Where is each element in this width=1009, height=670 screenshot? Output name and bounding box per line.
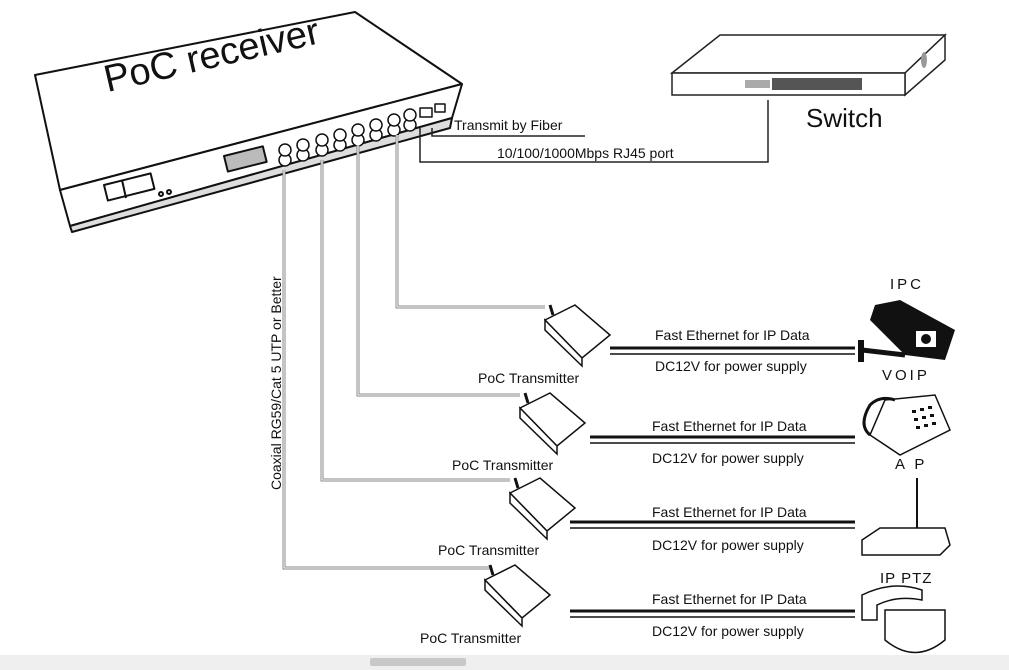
- device-label-voip: VOIP: [882, 367, 930, 384]
- scrollbar-thumb[interactable]: [370, 658, 466, 666]
- voip-phone-icon: [862, 394, 951, 456]
- power-label: DC12V for power supply: [652, 537, 804, 553]
- ptz-camera-icon: [861, 585, 946, 654]
- poc-transmitter-3: [508, 477, 577, 541]
- fiber-uplink-label: Transmit by Fiber: [454, 117, 563, 133]
- ethernet-power-lines: [570, 346, 855, 618]
- data-label: Fast Ethernet for IP Data: [652, 591, 807, 607]
- data-label: Fast Ethernet for IP Data: [652, 504, 807, 520]
- poc-transmitter-4: [483, 564, 552, 628]
- switch-label: Switch: [806, 103, 883, 133]
- coax-cables: [282, 135, 545, 570]
- device-label-ptz: IP PTZ: [880, 570, 933, 587]
- data-label: Fast Ethernet for IP Data: [652, 418, 807, 434]
- power-label: DC12V for power supply: [655, 358, 807, 374]
- access-point-icon: [861, 478, 951, 556]
- transmitter-label: PoC Transmitter: [478, 370, 580, 386]
- transmitter-label: PoC Transmitter: [420, 630, 522, 646]
- poc-transmitter-1: [543, 304, 612, 368]
- transmitter-label: PoC Transmitter: [438, 542, 540, 558]
- data-label: Fast Ethernet for IP Data: [655, 327, 810, 343]
- device-label-ipc: IPC: [890, 276, 925, 293]
- horizontal-scrollbar[interactable]: [0, 655, 1009, 670]
- uplink-lines: [419, 100, 769, 163]
- poc-transmitter-2: [518, 392, 587, 456]
- rj45-uplink-label: 10/100/1000Mbps RJ45 port: [497, 145, 674, 161]
- device-label-ap: A P: [895, 456, 928, 473]
- power-label: DC12V for power supply: [652, 623, 804, 639]
- switch-device: [669, 33, 947, 97]
- power-label: DC12V for power supply: [652, 450, 804, 466]
- ip-camera-icon: [858, 300, 955, 362]
- cable-type-label: Coaxial RG59/Cat 5 UTP or Better: [268, 276, 284, 490]
- transmitter-label: PoC Transmitter: [452, 457, 554, 473]
- poc-network-diagram: PoC receiver Switch Transmit by Fiber 10…: [34, 11, 955, 654]
